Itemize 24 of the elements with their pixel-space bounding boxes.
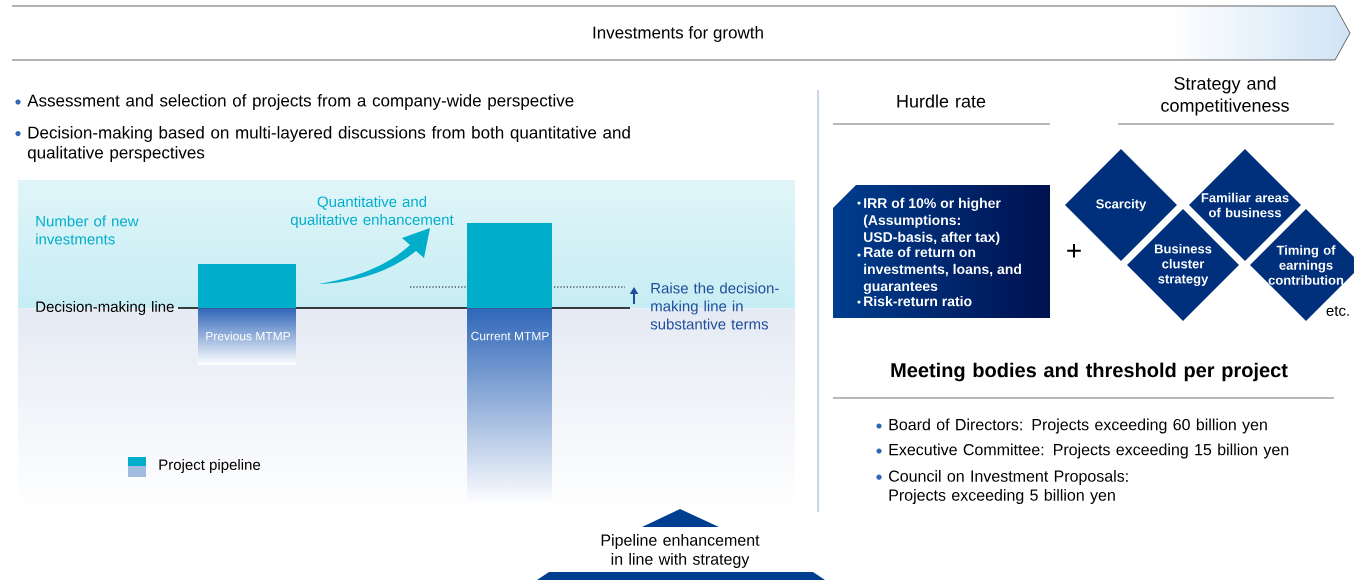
line-label: Decision-making line: [36, 301, 174, 315]
pipeline-bar: Current MTMP: [467, 223, 552, 505]
legend-label: Project pipeline: [159, 459, 261, 473]
node-label: IRR of 10% or higher (Assumptions: USD-basis, after tax): [863, 197, 1001, 245]
bullet-text: Assessment and selection of projects from a company-wide perspective: [27, 94, 574, 110]
column-heading: Strategy and competitiveness: [1161, 76, 1289, 116]
node-label: Pipeline enhancement in line with strategy: [601, 534, 760, 568]
hurdle-box: IRR of 10% or higher (Assumptions: USD-basis, after tax) Rate of return on investments, loans, and guarantees Risk-return ratio: [857, 197, 1021, 307]
node-label: Rate of return on investments, loans, and guarantees: [863, 246, 1021, 294]
etc-text: etc.: [1326, 306, 1349, 316]
plus-sign: +: [1067, 243, 1081, 258]
arrow-label: Quantitative and qualitative enhancement: [290, 196, 454, 228]
bullet-text: Board of Directors: Projects exceeding 60 billion yen: [889, 418, 1267, 434]
bullet-text: Executive Committee: Projects exceeding 15 billion yen: [889, 443, 1289, 459]
bullet-text: Decision-making based on multi-layered discussions from both quantitative and qualitative perspectives: [27, 126, 630, 162]
pipeline-bar: Previous MTMP: [198, 264, 296, 365]
pipeline-band: Pipeline enhancement in line with strategy: [537, 509, 825, 580]
bullet-text: Council on Investment Proposals: Projects exceeding 5 billion yen: [889, 470, 1128, 504]
node-label: Investments for growth: [593, 26, 763, 42]
column-heading: Hurdle rate: [897, 94, 986, 108]
section-heading: Meeting bodies and threshold per project: [891, 362, 1288, 382]
node-label: Risk-return ratio: [864, 295, 972, 307]
axis-label: Number of new investments: [36, 215, 139, 245]
line-note: Raise the decision-making line in substantive terms: [650, 282, 779, 330]
